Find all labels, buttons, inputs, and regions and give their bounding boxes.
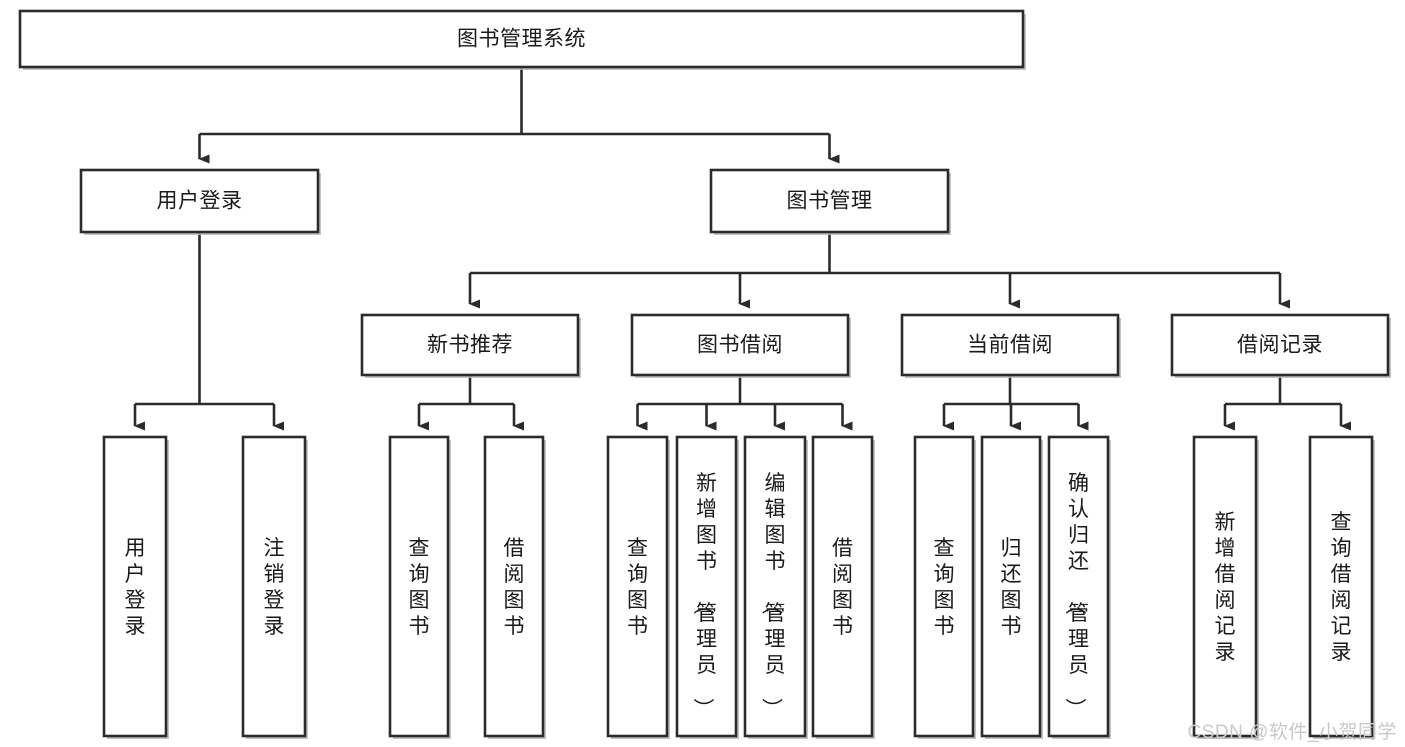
node-label: 新书推荐 [427,334,513,357]
node-current-borrow[interactable]: 当前借阅 [900,313,1121,378]
node-leaf-borrow-book-mg[interactable]: 借阅图书 [811,435,875,739]
node-leaf-add-book[interactable]: 新增图书（管理员） [675,435,739,739]
node-rect[interactable] [18,9,1025,69]
connector-group-book-management [468,232,1290,309]
node-label: 查询借阅记录 [1331,511,1352,664]
connector-group-user-login [133,232,284,431]
node-leaf-borrow-book-rec[interactable]: 借阅图书 [483,435,546,739]
node-label: 新增借阅记录 [1215,511,1236,664]
node-rect[interactable] [913,435,975,738]
node-rect[interactable] [606,435,669,738]
node-label: 查询图书 [934,537,955,638]
node-book-management[interactable]: 图书管理 [709,168,951,235]
connector-group-borrow-records [1223,375,1351,431]
node-label: 用户登录 [157,190,243,213]
node-leaf-edit-book[interactable]: 编辑图书（管理员） [743,435,808,739]
node-label: 借阅图书 [832,537,853,638]
node-label: 确认归还（管理员） [1063,472,1089,719]
csdn-watermark: CSDN @软件_小贺同学 [1187,722,1397,743]
node-user-login[interactable]: 用户登录 [79,168,321,235]
node-rect[interactable] [102,435,168,738]
edges-layer [133,67,1351,431]
node-label: 新增图书（管理员） [691,472,717,719]
node-rect[interactable] [483,435,545,738]
node-label: 查询图书 [627,537,648,638]
node-label: 用户登录 [125,537,146,638]
node-rect[interactable] [1308,435,1374,738]
node-leaf-user-login[interactable]: 用户登录 [102,435,169,739]
node-rect[interactable] [630,313,850,377]
node-rect[interactable] [1170,313,1390,377]
node-leaf-confirm-return[interactable]: 确认归还（管理员） [1047,435,1111,739]
node-rect[interactable] [241,435,307,738]
node-label: 当前借阅 [967,334,1053,357]
connector-group-book-borrow [636,375,853,431]
node-rect[interactable] [1192,435,1258,738]
node-root[interactable]: 图书管理系统 [18,9,1026,70]
node-label: 图书管理 [787,190,873,213]
node-leaf-query-record[interactable]: 查询借阅记录 [1308,435,1375,739]
node-rect[interactable] [79,168,320,234]
node-rect[interactable] [1047,435,1110,738]
node-rect[interactable] [388,435,450,738]
node-leaf-logout[interactable]: 注销登录 [241,435,308,739]
connector-group-current-borrow [942,375,1089,431]
node-leaf-query-book-cur[interactable]: 查询图书 [913,435,976,739]
node-leaf-add-record[interactable]: 新增借阅记录 [1192,435,1259,739]
node-leaf-query-book-rec[interactable]: 查询图书 [388,435,451,739]
node-label: 图书借阅 [697,334,783,357]
node-label: 归还图书 [1001,537,1022,638]
node-book-borrow[interactable]: 图书借阅 [630,313,851,378]
node-leaf-query-book-mg[interactable]: 查询图书 [606,435,670,739]
node-borrow-records[interactable]: 借阅记录 [1170,313,1391,378]
node-new-book-recommend[interactable]: 新书推荐 [360,313,581,378]
nodes-layer: 图书管理系统用户登录图书管理新书推荐图书借阅当前借阅借阅记录用户登录注销登录查询… [18,9,1391,739]
node-label: 借阅图书 [504,537,525,638]
node-rect[interactable] [675,435,738,738]
node-rect[interactable] [709,168,950,234]
node-rect[interactable] [743,435,807,738]
node-label: 注销登录 [264,537,285,638]
node-rect[interactable] [360,313,580,377]
node-label: 借阅记录 [1237,334,1323,357]
node-rect[interactable] [900,313,1120,377]
node-label: 编辑图书（管理员） [760,472,786,719]
node-rect[interactable] [980,435,1042,738]
node-label: 图书管理系统 [457,28,586,51]
connector-group-new-book-recommend [417,375,524,431]
node-rect[interactable] [811,435,874,738]
node-label: 查询图书 [409,537,430,638]
connector-group-root [198,67,840,164]
node-leaf-return-book[interactable]: 归还图书 [980,435,1043,739]
